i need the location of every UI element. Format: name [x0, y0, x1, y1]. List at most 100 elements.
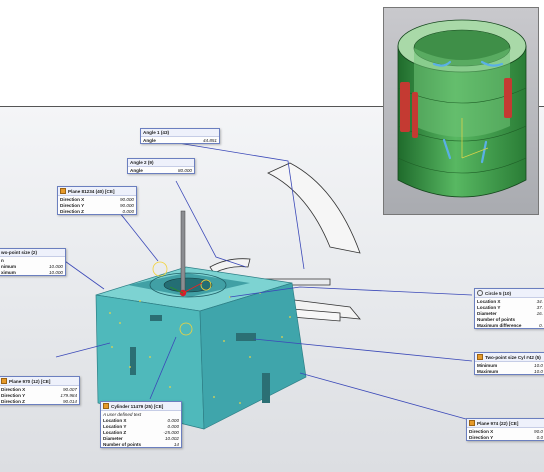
plane-icon — [103, 403, 109, 409]
row-label: nimum — [1, 263, 17, 269]
row-label: Direction Y — [469, 434, 494, 440]
annotation-row: Direction X 90.0 — [467, 428, 544, 434]
row-label: Location Y — [103, 423, 127, 429]
annotation-header: Plane 970 (12) [CE] — [0, 377, 79, 386]
annotation-row: Number of points 14 — [101, 441, 181, 447]
row-value: 14 — [173, 441, 179, 447]
plane-icon — [469, 420, 475, 426]
row-label: Location X — [103, 417, 127, 423]
annotation-row: Direction Y 0.0 — [467, 434, 544, 440]
row-value: 10.0 — [534, 368, 543, 374]
plane-icon — [477, 354, 483, 360]
annotation-title: Angle 2 (9) — [130, 160, 154, 165]
plane-icon — [60, 188, 66, 194]
cylinder-inset-view[interactable] — [383, 7, 539, 215]
annotation-row: Angle 80.000 — [128, 167, 194, 173]
annotation-header: Plane 81234 (40) [CE] — [58, 187, 136, 196]
row-value: -25.000 — [163, 429, 179, 435]
annotation-angle-2[interactable]: Angle 2 (9) Angle 80.000 — [127, 158, 195, 174]
annotation-title: Circle 5 (10) — [485, 290, 512, 296]
row-label: Number of points — [477, 316, 516, 322]
row-value: 16. — [536, 310, 543, 316]
annotation-plane-974[interactable]: Plane 974 (22) [CE] Direction X 90.0 Dire… — [466, 418, 544, 441]
annotation-title: Angle 1 (43) — [143, 130, 170, 135]
annotation-cylinder-11479[interactable]: Cylinder 11479 (25) [CE] A user defined … — [100, 401, 182, 448]
row-label: ximum — [1, 269, 16, 275]
annotation-header: Plane 974 (22) [CE] — [467, 419, 544, 428]
annotation-header: Circle 5 (10) — [475, 289, 544, 298]
annotation-row: Direction X 90.007 — [0, 386, 79, 392]
annotation-header: Angle 2 (9) — [128, 159, 194, 167]
annotation-title: wo-point size (2) — [1, 250, 37, 255]
row-value: 90.014 — [62, 398, 77, 404]
annotation-row: Minimum 10.0 — [475, 362, 544, 368]
annotation-row: Direction Z 90.014 — [0, 398, 79, 404]
row-value: 10.0 — [534, 362, 543, 368]
row-value: 0.000 — [122, 208, 135, 214]
annotation-row: Direction X 90.000 — [58, 196, 136, 202]
row-value: 179.984 — [60, 392, 77, 398]
row-label: Location X — [477, 298, 501, 304]
row-label: Angle — [130, 167, 143, 173]
row-value: 0.0 — [536, 434, 543, 440]
annotation-header: Cylinder 11479 (25) [CE] — [101, 402, 181, 411]
annotation-row: Location Z -25.000 — [101, 429, 181, 435]
row-label: Diameter — [477, 310, 497, 316]
annotation-row: Number of points — [475, 316, 544, 322]
annotation-title: Two-point size Cyl #42 (5) — [485, 354, 541, 360]
part-model[interactable] — [0, 107, 544, 472]
row-value: 10.000 — [48, 263, 63, 269]
row-value: 0.000 — [167, 423, 180, 429]
row-label: Direction Y — [1, 392, 26, 398]
annotation-two-point-size-cyl-42[interactable]: Two-point size Cyl #42 (5) Minimum 10.0 M… — [474, 352, 544, 375]
annotation-angle-1[interactable]: Angle 1 (43) Angle 44.851 — [140, 128, 220, 144]
row-label: Number of points — [103, 441, 142, 447]
circle-icon — [477, 290, 483, 296]
row-label: Direction Z — [1, 398, 25, 404]
row-value: 90.000 — [119, 202, 134, 208]
row-label: Maximum difference — [477, 322, 522, 328]
annotation-title: Plane 81234 (40) [CE] — [68, 188, 115, 194]
row-label: Location Z — [103, 429, 127, 435]
row-label: Maximum — [477, 368, 499, 374]
row-value: 90.0 — [534, 428, 543, 434]
row-value: 10.002 — [164, 435, 179, 441]
annotation-title: Plane 970 (12) [CE] — [9, 378, 51, 384]
row-label: Direction X — [1, 386, 26, 392]
row-label: Direction X — [469, 428, 494, 434]
row-label: Minimum — [477, 362, 498, 368]
annotation-row: Direction Y 179.984 — [0, 392, 79, 398]
row-value: 0.000 — [167, 417, 180, 423]
row-label: Angle — [143, 137, 156, 143]
row-value: 90.000 — [119, 196, 134, 202]
cylinder-model — [397, 19, 527, 198]
row-value: 37. — [536, 304, 543, 310]
annotation-row: Diameter 16. — [475, 310, 544, 316]
annotation-title: Cylinder 11479 (25) [CE] — [111, 403, 164, 409]
annotation-header: Two-point size Cyl #42 (5) — [475, 353, 544, 362]
annotation-plane-970[interactable]: Plane 970 (12) [CE] Direction X 90.007 Di… — [0, 376, 80, 405]
annotation-row: Location Y 0.000 — [101, 423, 181, 429]
plane-icon — [1, 378, 7, 384]
row-label: Direction Z — [60, 208, 84, 214]
annotation-title: Plane 974 (22) [CE] — [477, 420, 519, 426]
annotation-note: A user defined text — [103, 411, 142, 417]
annotation-row: nimum 10.000 — [0, 263, 65, 269]
row-value: 90.007 — [62, 386, 77, 392]
row-label: Diameter — [103, 435, 123, 441]
annotation-row: Direction Z 0.000 — [58, 208, 136, 214]
annotation-row: Location X 0.000 — [101, 417, 181, 423]
row-value: 80.000 — [177, 167, 192, 173]
block-part[interactable] — [95, 210, 307, 430]
row-label: Direction X — [60, 196, 85, 202]
row-value: 44.851 — [202, 137, 217, 143]
